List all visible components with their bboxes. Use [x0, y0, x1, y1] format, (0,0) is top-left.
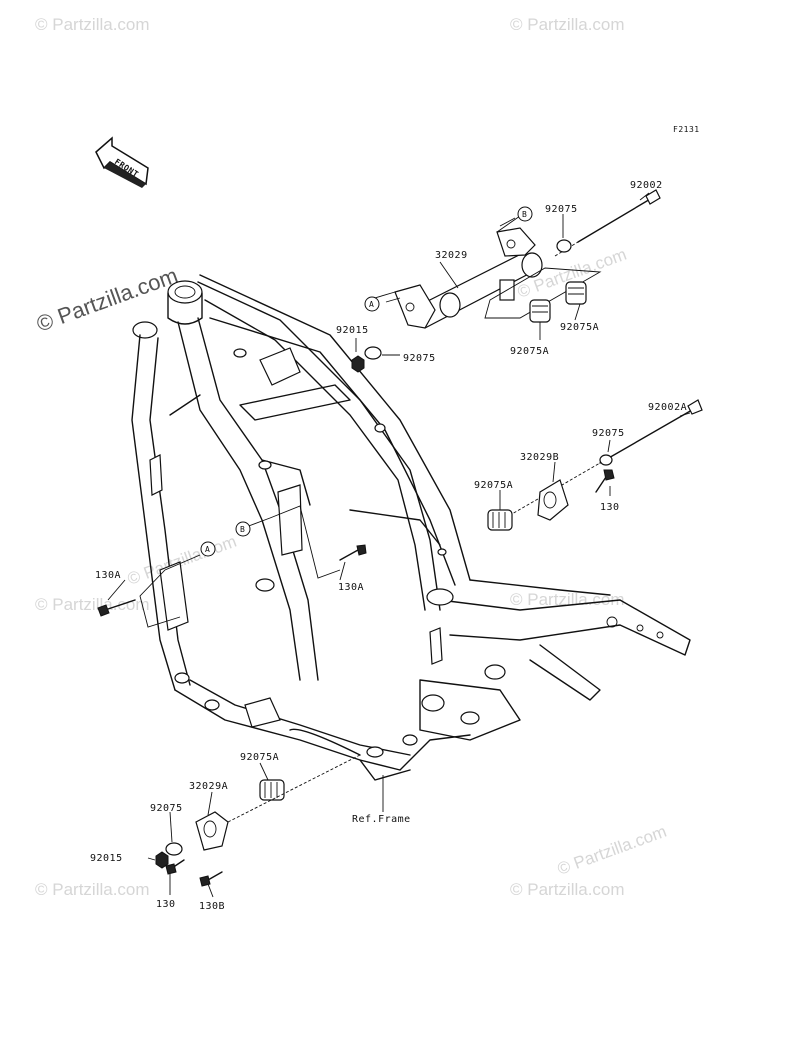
leader-lines — [107, 192, 691, 898]
washer-92075-low — [165, 842, 183, 856]
part-label: 92075 — [545, 204, 578, 215]
brand-watermark: © Partzilla.com — [33, 263, 181, 337]
bracket-32029A — [195, 754, 361, 851]
part-labels: 92002 92075 32029 92015 92075 92075A 920… — [90, 180, 687, 912]
washer-92075-mid — [364, 346, 382, 360]
washer-92075-top — [556, 239, 572, 253]
bushing-92075A-top — [529, 281, 587, 323]
nut-92015-top — [351, 355, 365, 373]
part-label: 130B — [199, 901, 225, 912]
svg-text:B: B — [240, 525, 245, 534]
bolt-130A-left — [97, 599, 136, 617]
bolt-130B — [199, 871, 223, 887]
motorcycle-frame — [131, 274, 691, 781]
part-label: 92075A — [510, 346, 549, 357]
callout-A-top: A — [364, 296, 380, 312]
bolt-92002 — [554, 189, 661, 257]
front-arrow-icon: FRONT — [95, 136, 149, 188]
part-label: 92075A — [240, 752, 279, 763]
svg-text:A: A — [205, 545, 210, 554]
part-label: 92002A — [648, 402, 687, 413]
part-label: 130A — [338, 582, 364, 593]
washer-92075-r2 — [599, 454, 613, 466]
watermark: © Partzilla.com — [555, 822, 669, 879]
bolt-130A-mid — [339, 544, 367, 561]
nut-92015-low — [155, 851, 169, 869]
part-label: 130A — [95, 570, 121, 581]
figure-code: F2131 — [673, 125, 700, 134]
callout-B-left: B — [235, 521, 251, 537]
ref-frame-label: Ref.Frame — [352, 814, 411, 825]
svg-text:A: A — [369, 300, 374, 309]
engine-mount-bracket-32029 — [394, 227, 602, 329]
part-label: 130 — [156, 899, 176, 910]
watermark: © Partzilla.com — [510, 590, 625, 609]
bracket-32029B — [537, 479, 569, 521]
part-label: 130 — [600, 502, 620, 513]
watermark: © Partzilla.com — [510, 15, 625, 34]
watermark: © Partzilla.com — [35, 15, 150, 34]
part-label: 92075A — [474, 480, 513, 491]
bushing-92075A-low — [259, 779, 285, 801]
part-label: 92075 — [150, 803, 183, 814]
part-label: 32029B — [520, 452, 559, 463]
bushing-92075A-b — [487, 509, 513, 531]
part-label: 92075A — [560, 322, 599, 333]
part-label: 92002 — [630, 180, 663, 191]
part-label: 92015 — [90, 853, 123, 864]
bolt-130-r — [595, 469, 615, 493]
bolt-130-low — [165, 859, 185, 875]
watermarks: © Partzilla.com © Partzilla.com © Partzi… — [35, 15, 669, 899]
watermark: © Partzilla.com — [35, 595, 150, 614]
bolt-92002A — [504, 399, 703, 519]
part-label: 92075 — [403, 353, 436, 364]
callout-B-top: B — [517, 206, 533, 222]
watermark: © Partzilla.com — [510, 880, 625, 899]
part-label: 92015 — [336, 325, 369, 336]
part-label: 32029A — [189, 781, 228, 792]
part-label: 92075 — [592, 428, 625, 439]
part-label: 32029 — [435, 250, 468, 261]
callout-A-left: A — [200, 541, 216, 557]
svg-text:B: B — [522, 210, 527, 219]
watermark: © Partzilla.com — [35, 880, 150, 899]
